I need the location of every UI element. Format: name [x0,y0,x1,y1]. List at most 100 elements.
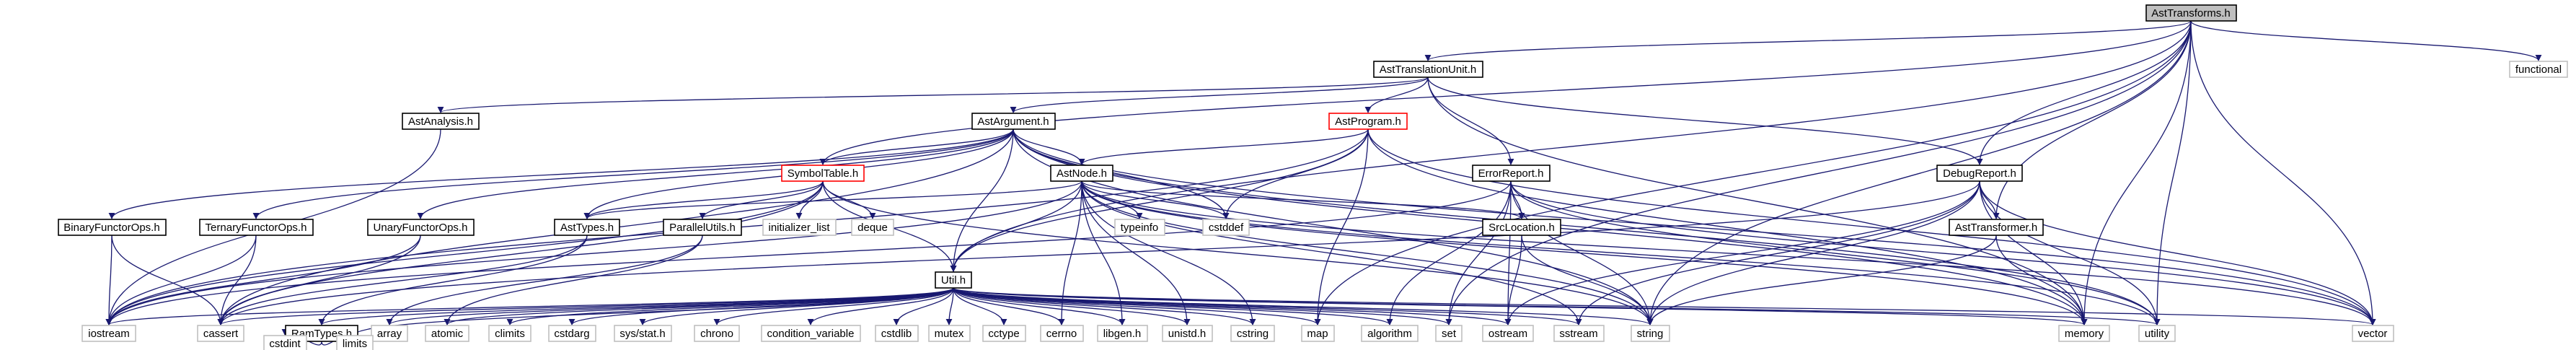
edge-util-to-unistd [953,287,1191,325]
edge-util-to-cstdarg [568,287,954,325]
node-box [336,335,374,350]
node-box [548,325,596,342]
edge-util-to-mutex [945,287,954,325]
node-label: sys/stat.h [619,328,665,340]
node-map: map [1301,325,1335,342]
node-asttranslationunit[interactable]: AstTranslationUnit.h [1373,61,1483,78]
edge-asttranslationunit-to-errorreport [1427,76,1514,165]
node-label: DebugReport.h [1943,167,2016,180]
node-errorreport[interactable]: ErrorReport.h [1472,165,1551,182]
node-binaryfunctorops[interactable]: BinaryFunctorOps.h [58,219,167,236]
edge-asttranslationunit-to-astprogram [1364,76,1429,113]
node-box [2352,325,2394,342]
node-util[interactable]: Util.h [935,271,972,289]
node-label: mutex [935,328,964,340]
node-astargument[interactable]: AstArgument.h [971,113,1056,130]
node-initializer-list: initializer_list [762,219,837,236]
node-cerrno: cerrno [1040,325,1084,342]
node-symboltable[interactable]: SymbolTable.h [781,165,865,182]
edge-errorreport-to-algorithm [1386,180,1512,325]
node-sysstat: sys/stat.h [614,325,672,342]
node-box [781,165,865,182]
node-label: ErrorReport.h [1478,167,1544,180]
node-srclocation[interactable]: SrcLocation.h [1482,219,1561,236]
node-box [663,219,742,236]
node-cstddef: cstddef [1202,219,1250,236]
node-label: ostream [1488,328,1527,340]
edge-astnode-to-srclocation [1081,180,1525,219]
node-box [371,325,408,342]
node-algorithm: algorithm [1361,325,1419,342]
node-array: array [371,325,408,342]
node-cstdint: cstdint [263,335,307,350]
edge-util-to-cassert [217,287,954,325]
node-functional: functional [2509,61,2568,78]
node-sstream: sstream [1553,325,1605,342]
node-typeinfo: typeinfo [1114,219,1165,236]
edge-util-to-chrono [713,287,954,325]
edge-astprogram-to-map [1314,128,1369,325]
node-label: map [1307,328,1328,340]
dependency-edges [105,20,2542,346]
edge-asttranslationunit-to-memory [1427,76,2088,325]
node-box [1328,113,1408,130]
edge-util-to-utility [953,287,2160,325]
node-limits: limits [336,335,374,350]
node-label: algorithm [1367,328,1412,340]
edge-astargument-to-ternaryfunctorops [252,128,1014,219]
edge-util-to-map [953,287,1321,325]
edge-asttransforms-to-vector [2190,20,2376,325]
edge-util-to-cstdlib [893,287,954,325]
node-asttypes[interactable]: AstTypes.h [554,219,620,236]
node-box [1472,165,1551,182]
node-label: SymbolTable.h [788,167,858,180]
edge-asttransforms-to-debugreport [1976,20,2192,165]
node-box [2145,4,2237,22]
edge-astnode-to-cstddef [1081,180,1230,219]
node-label: AstAnalysis.h [408,115,473,128]
node-parallelutils[interactable]: ParallelUtils.h [663,219,742,236]
edge-symboltable-to-parallelutils [699,180,824,219]
node-label: climits [495,328,525,340]
edge-asttransforms-to-string [1646,20,2192,325]
node-label: typeinfo [1121,222,1159,234]
node-debugreport[interactable]: DebugReport.h [1936,165,2023,182]
node-box [2509,61,2568,78]
node-box [1202,219,1250,236]
node-label: Util.h [941,274,966,286]
node-box [58,219,167,236]
edge-ternaryfunctorops-to-iostream [105,235,257,325]
edge-parallelutils-to-array [386,235,703,325]
node-box [554,219,620,236]
edge-util-to-libgen [953,287,1126,325]
edge-util-to-algorithm [953,287,1393,325]
edge-astargument-to-unaryfunctorops [417,128,1014,219]
node-unaryfunctorops[interactable]: UnaryFunctorOps.h [367,219,475,236]
edge-astargument-to-astnode [1013,128,1085,165]
edge-symboltable-to-asttypes [583,180,824,219]
node-box [1301,325,1335,342]
node-label: BinaryFunctorOps.h [63,222,159,234]
edge-symboltable-to-string [822,180,1654,325]
node-label: functional [2515,64,2562,76]
node-astanalysis[interactable]: AstAnalysis.h [402,113,480,130]
edge-util-to-cerrno [953,287,1065,325]
node-astprogram[interactable]: AstProgram.h [1328,113,1408,130]
node-label: array [377,328,402,340]
edge-asttransforms-to-utility [2153,20,2192,325]
edge-debugreport-to-utility [1979,180,2161,325]
node-asttransformer[interactable]: AstTransformer.h [1949,219,2044,236]
node-box [851,219,894,236]
node-ternaryfunctorops[interactable]: TernaryFunctorOps.h [199,219,314,236]
node-asttransforms[interactable]: AstTransforms.h [2145,4,2237,22]
node-astnode[interactable]: AstNode.h [1050,165,1113,182]
node-label: cctype [988,328,1019,340]
node-label: initializer_list [768,222,830,234]
node-label: vector [2358,328,2388,340]
node-box [402,113,480,130]
edge-asttypes-to-ramtypes [318,235,588,325]
edge-astnode-to-vector [1081,180,2376,325]
edge-errorreport-to-ostream [1504,180,1512,325]
edge-astargument-to-binaryfunctorops [108,128,1014,219]
node-label: cerrno [1046,328,1077,340]
